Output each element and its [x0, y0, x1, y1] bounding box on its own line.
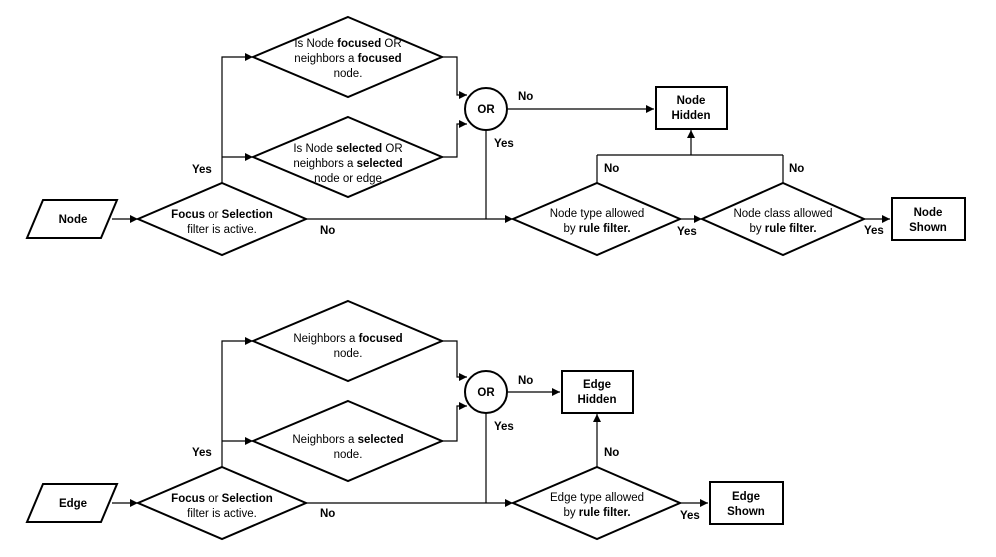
node-no-or-label: No: [518, 91, 533, 103]
edge-type-line1: Edge type allowed: [550, 492, 644, 504]
edge-type-decision: Edge type allowed by rule filter.: [510, 465, 683, 541]
node-hidden-line2: Hidden: [672, 110, 711, 122]
node-or-gate: OR: [464, 87, 508, 131]
edge-shown-line2: Shown: [727, 506, 765, 518]
edge-selected-line2: node.: [334, 449, 363, 461]
node-input-shape: Node: [25, 199, 119, 239]
node-type-line2: by rule filter.: [563, 223, 630, 235]
node-yes-type-label: Yes: [677, 226, 697, 238]
node-selected-line2: neighbors a selected: [293, 158, 402, 170]
edge-input-label: Edge: [59, 498, 87, 510]
edge-or-label: OR: [477, 387, 495, 399]
node-focused-decision: Is Node focused OR neighbors a focused n…: [250, 15, 445, 99]
node-or-label: OR: [477, 104, 495, 116]
edge-hidden-line1: Edge: [583, 379, 611, 391]
edge-focused-line1: Neighbors a focused: [293, 333, 402, 345]
edge-focused-to-or-arrow: [442, 340, 467, 381]
edge-flow: Edge Focus or Selection filter is active…: [25, 299, 784, 541]
edge-shown-line1: Edge: [732, 491, 760, 503]
node-focused-line2: neighbors a focused: [294, 53, 401, 65]
edge-selected-to-or-arrow: [442, 402, 467, 442]
edge-flow-connectors: [112, 337, 708, 507]
node-class-line2: by rule filter.: [749, 223, 816, 235]
node-yes-class-label: Yes: [864, 225, 884, 237]
node-input-label: Node: [59, 214, 88, 226]
edge-selected-line1: Neighbors a selected: [292, 434, 403, 446]
node-focused-line1: Is Node focused OR: [294, 38, 401, 50]
node-no-check-label: No: [320, 225, 335, 237]
edge-check-line2: filter is active.: [187, 508, 257, 520]
node-type-line1: Node type allowed: [550, 208, 645, 220]
edge-check-decision: Focus or Selection filter is active.: [135, 465, 309, 541]
node-yes-or-label: Yes: [494, 138, 514, 150]
edge-selected-decision: Neighbors a selected node.: [250, 399, 445, 483]
node-check-decision: Focus or Selection filter is active.: [135, 181, 309, 257]
node-shown-line1: Node: [914, 207, 943, 219]
node-shown-box: Node Shown: [891, 197, 966, 241]
edge-check-line1: Focus or Selection: [171, 493, 273, 505]
edge-shown-box: Edge Shown: [709, 481, 784, 525]
node-selected-line1: Is Node selected OR: [293, 143, 402, 155]
node-shown-line2: Shown: [909, 222, 947, 234]
node-class-line1: Node class allowed: [733, 208, 832, 220]
node-focused-to-or-arrow: [442, 56, 467, 99]
edge-input-shape: Edge: [25, 483, 119, 523]
node-focused-line3: node.: [334, 68, 363, 80]
edge-yes-or-label: Yes: [494, 421, 514, 433]
node-selected-decision: Is Node selected OR neighbors a selected…: [250, 115, 445, 199]
edge-focused-decision: Neighbors a focused node.: [250, 299, 445, 383]
edge-no-type-label: No: [604, 447, 619, 459]
edge-no-or-label: No: [518, 375, 533, 387]
node-no-class-label: No: [789, 163, 804, 175]
node-check-line1: Focus or Selection: [171, 209, 273, 221]
node-check-to-focused-arrow: [221, 53, 253, 183]
node-selected-to-or-arrow: [442, 120, 467, 158]
edge-hidden-box: Edge Hidden: [561, 370, 634, 414]
node-flow: Node Focus or Selection filter is active…: [25, 15, 966, 257]
edge-yes-type-label: Yes: [680, 510, 700, 522]
node-type-decision: Node type allowed by rule filter.: [510, 181, 683, 257]
node-check-line2: filter is active.: [187, 224, 257, 236]
edge-hidden-line2: Hidden: [578, 394, 617, 406]
node-hidden-line1: Node: [677, 95, 706, 107]
node-flow-connectors: [112, 53, 890, 223]
edge-no-check-label: No: [320, 508, 335, 520]
node-class-decision: Node class allowed by rule filter.: [699, 181, 867, 257]
edge-or-gate: OR: [464, 370, 508, 414]
node-selected-line3: node or edge: [314, 173, 382, 185]
node-hidden-box: Node Hidden: [655, 86, 728, 130]
node-yes-up-label: Yes: [192, 164, 212, 176]
node-no-type-label: No: [604, 163, 619, 175]
edge-yes-up-label: Yes: [192, 447, 212, 459]
edge-focused-line2: node.: [334, 348, 363, 360]
edge-type-line2: by rule filter.: [563, 507, 630, 519]
edge-check-to-focused-arrow: [221, 337, 253, 467]
